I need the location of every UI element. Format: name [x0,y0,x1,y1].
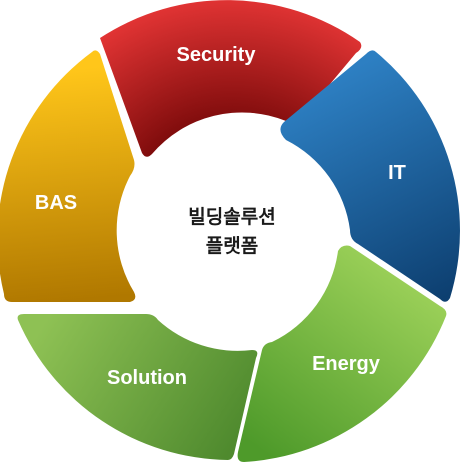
segment-energy [237,245,447,462]
segment-bas [0,50,136,302]
segment-label-solution: Solution [107,367,187,389]
segment-label-bas: BAS [35,192,77,214]
segment-label-it: IT [388,162,406,184]
segment-label-security: Security [177,44,257,66]
center-title-line1: 빌딩솔루션 [188,206,275,228]
segment-solution [17,314,258,460]
segment-it [280,50,460,302]
center-title-line2: 플랫폼 [206,235,258,257]
segment-label-energy: Energy [312,353,381,375]
